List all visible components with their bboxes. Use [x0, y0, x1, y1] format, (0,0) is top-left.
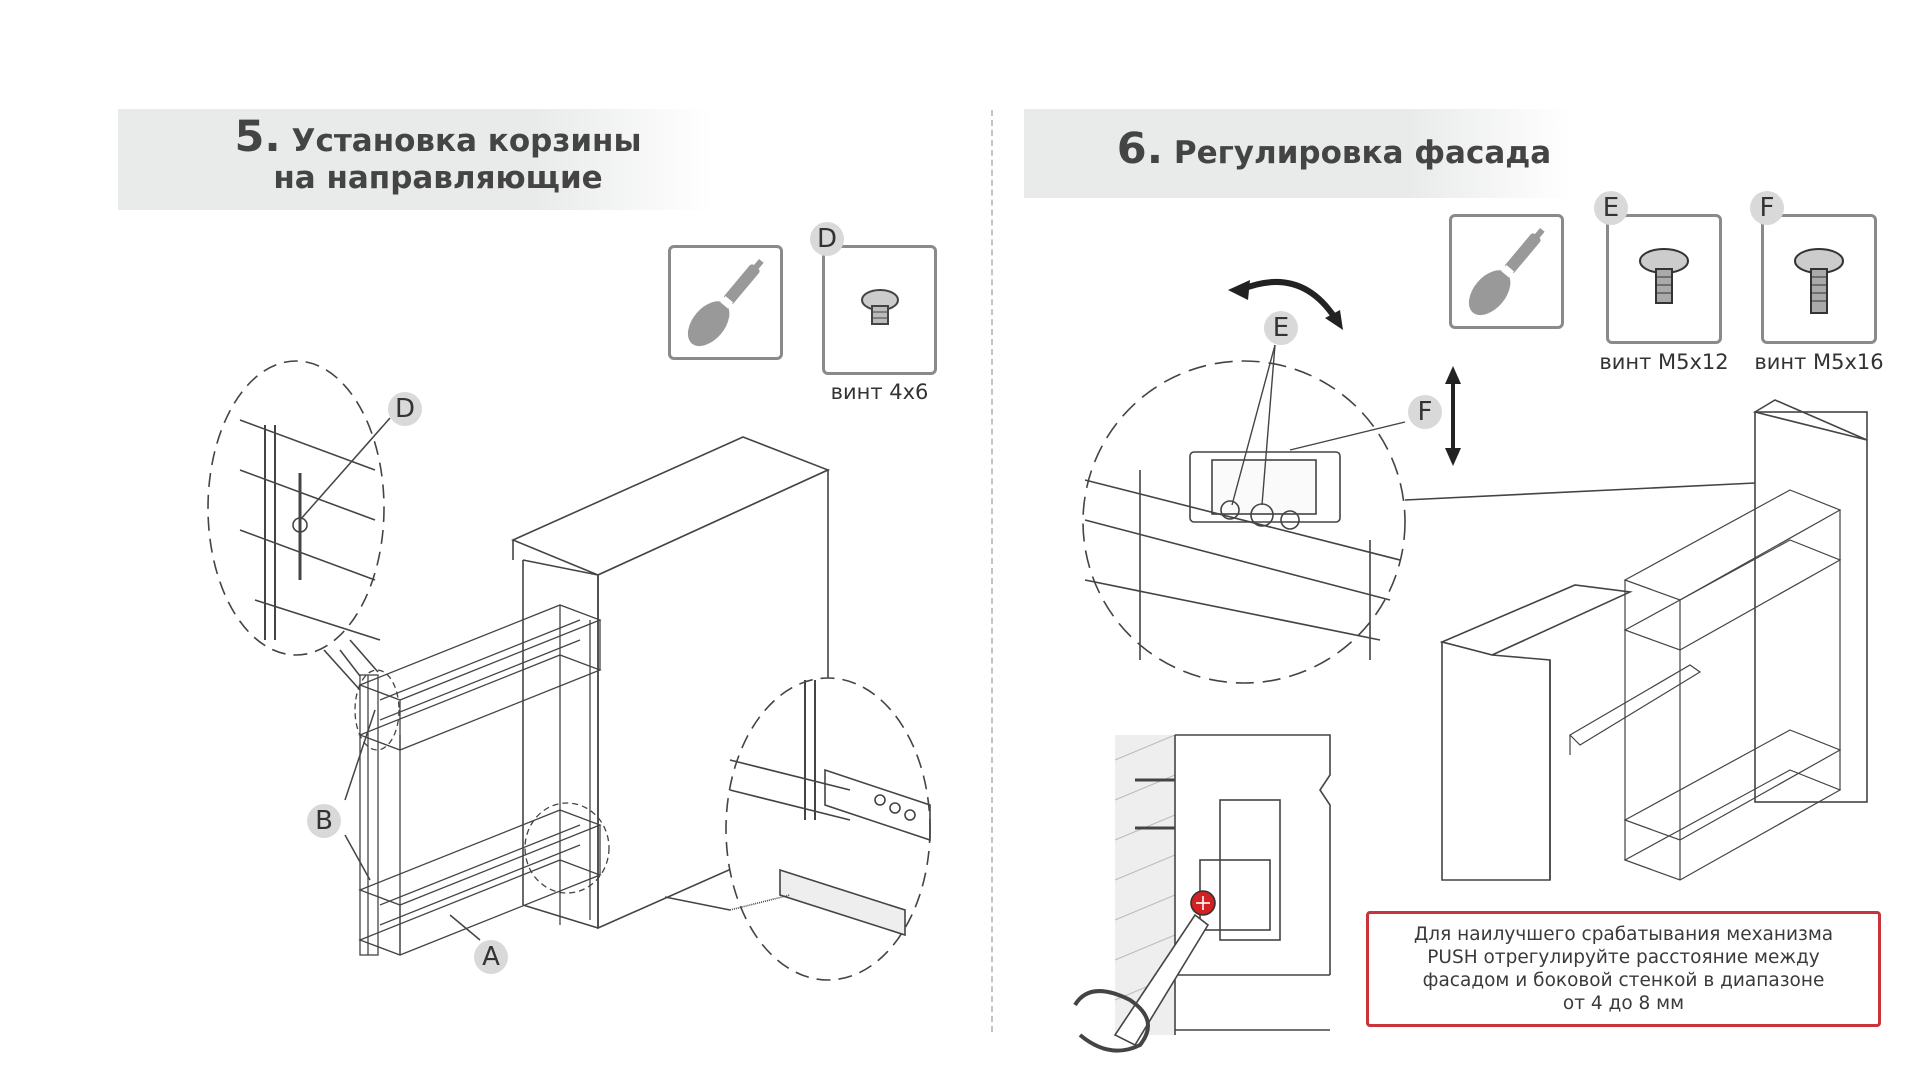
- callout-b: B: [307, 804, 341, 838]
- basket-step5: [354, 604, 610, 956]
- badge-f: F: [1750, 191, 1784, 225]
- step6-header: 6. Регулировка фасада: [1024, 109, 1572, 198]
- step5-header: 5. Установка корзины на направляющие: [118, 109, 712, 210]
- note-line: PUSH отрегулируйте расстояние между: [1427, 947, 1820, 968]
- screw-e-caption: винт M5x12: [1599, 350, 1729, 374]
- screwdriver-tool-box: [668, 245, 783, 360]
- note-line: от 4 до 8 мм: [1562, 993, 1685, 1014]
- screw-f-box: [1761, 214, 1877, 344]
- callout-a: A: [474, 940, 508, 974]
- badge-e: E: [1594, 191, 1628, 225]
- callout-f: F: [1408, 395, 1442, 429]
- note-line: фасадом и боковой стенкой в диапазоне: [1422, 970, 1825, 991]
- push-detail: [1073, 734, 1331, 1053]
- screw-e-box: [1606, 214, 1722, 344]
- callout-d: D: [388, 392, 422, 426]
- rotation-arrow: [1228, 279, 1343, 330]
- section-divider: [991, 110, 993, 1032]
- note-line: Для наилучшего срабатывания механизма: [1413, 924, 1834, 945]
- callout-e: E: [1264, 311, 1298, 345]
- screw-icon: [1794, 248, 1844, 314]
- leader-lines-step5: [299, 417, 481, 941]
- push-adjustment-note: Для наилучшего срабатывания механизма PU…: [1366, 911, 1881, 1027]
- step6-title: 6. Регулировка фасада: [1116, 124, 1552, 174]
- vertical-adjust-arrow: [1445, 366, 1461, 466]
- leader-lines-step6: [1231, 344, 1406, 506]
- screw-d-box: [822, 245, 937, 375]
- detail-circle-bottom: [664, 677, 931, 981]
- screw-d-caption: винт 4x6: [830, 380, 929, 404]
- screw-f-caption: винт M5x16: [1754, 350, 1884, 374]
- detail-circle-top: [207, 360, 385, 691]
- cabinet-step6: [1439, 399, 1868, 881]
- screwdriver-icon: [687, 258, 764, 347]
- screwdriver-icon: [1468, 227, 1545, 316]
- badge-d: D: [810, 222, 844, 256]
- screw-icon: [861, 289, 899, 325]
- screwdriver-tool-box-6: [1449, 214, 1564, 329]
- screw-icon: [1639, 248, 1689, 304]
- basket-step6: [1569, 489, 1842, 881]
- step5-title: 5. Установка корзины на направляющие: [234, 112, 642, 197]
